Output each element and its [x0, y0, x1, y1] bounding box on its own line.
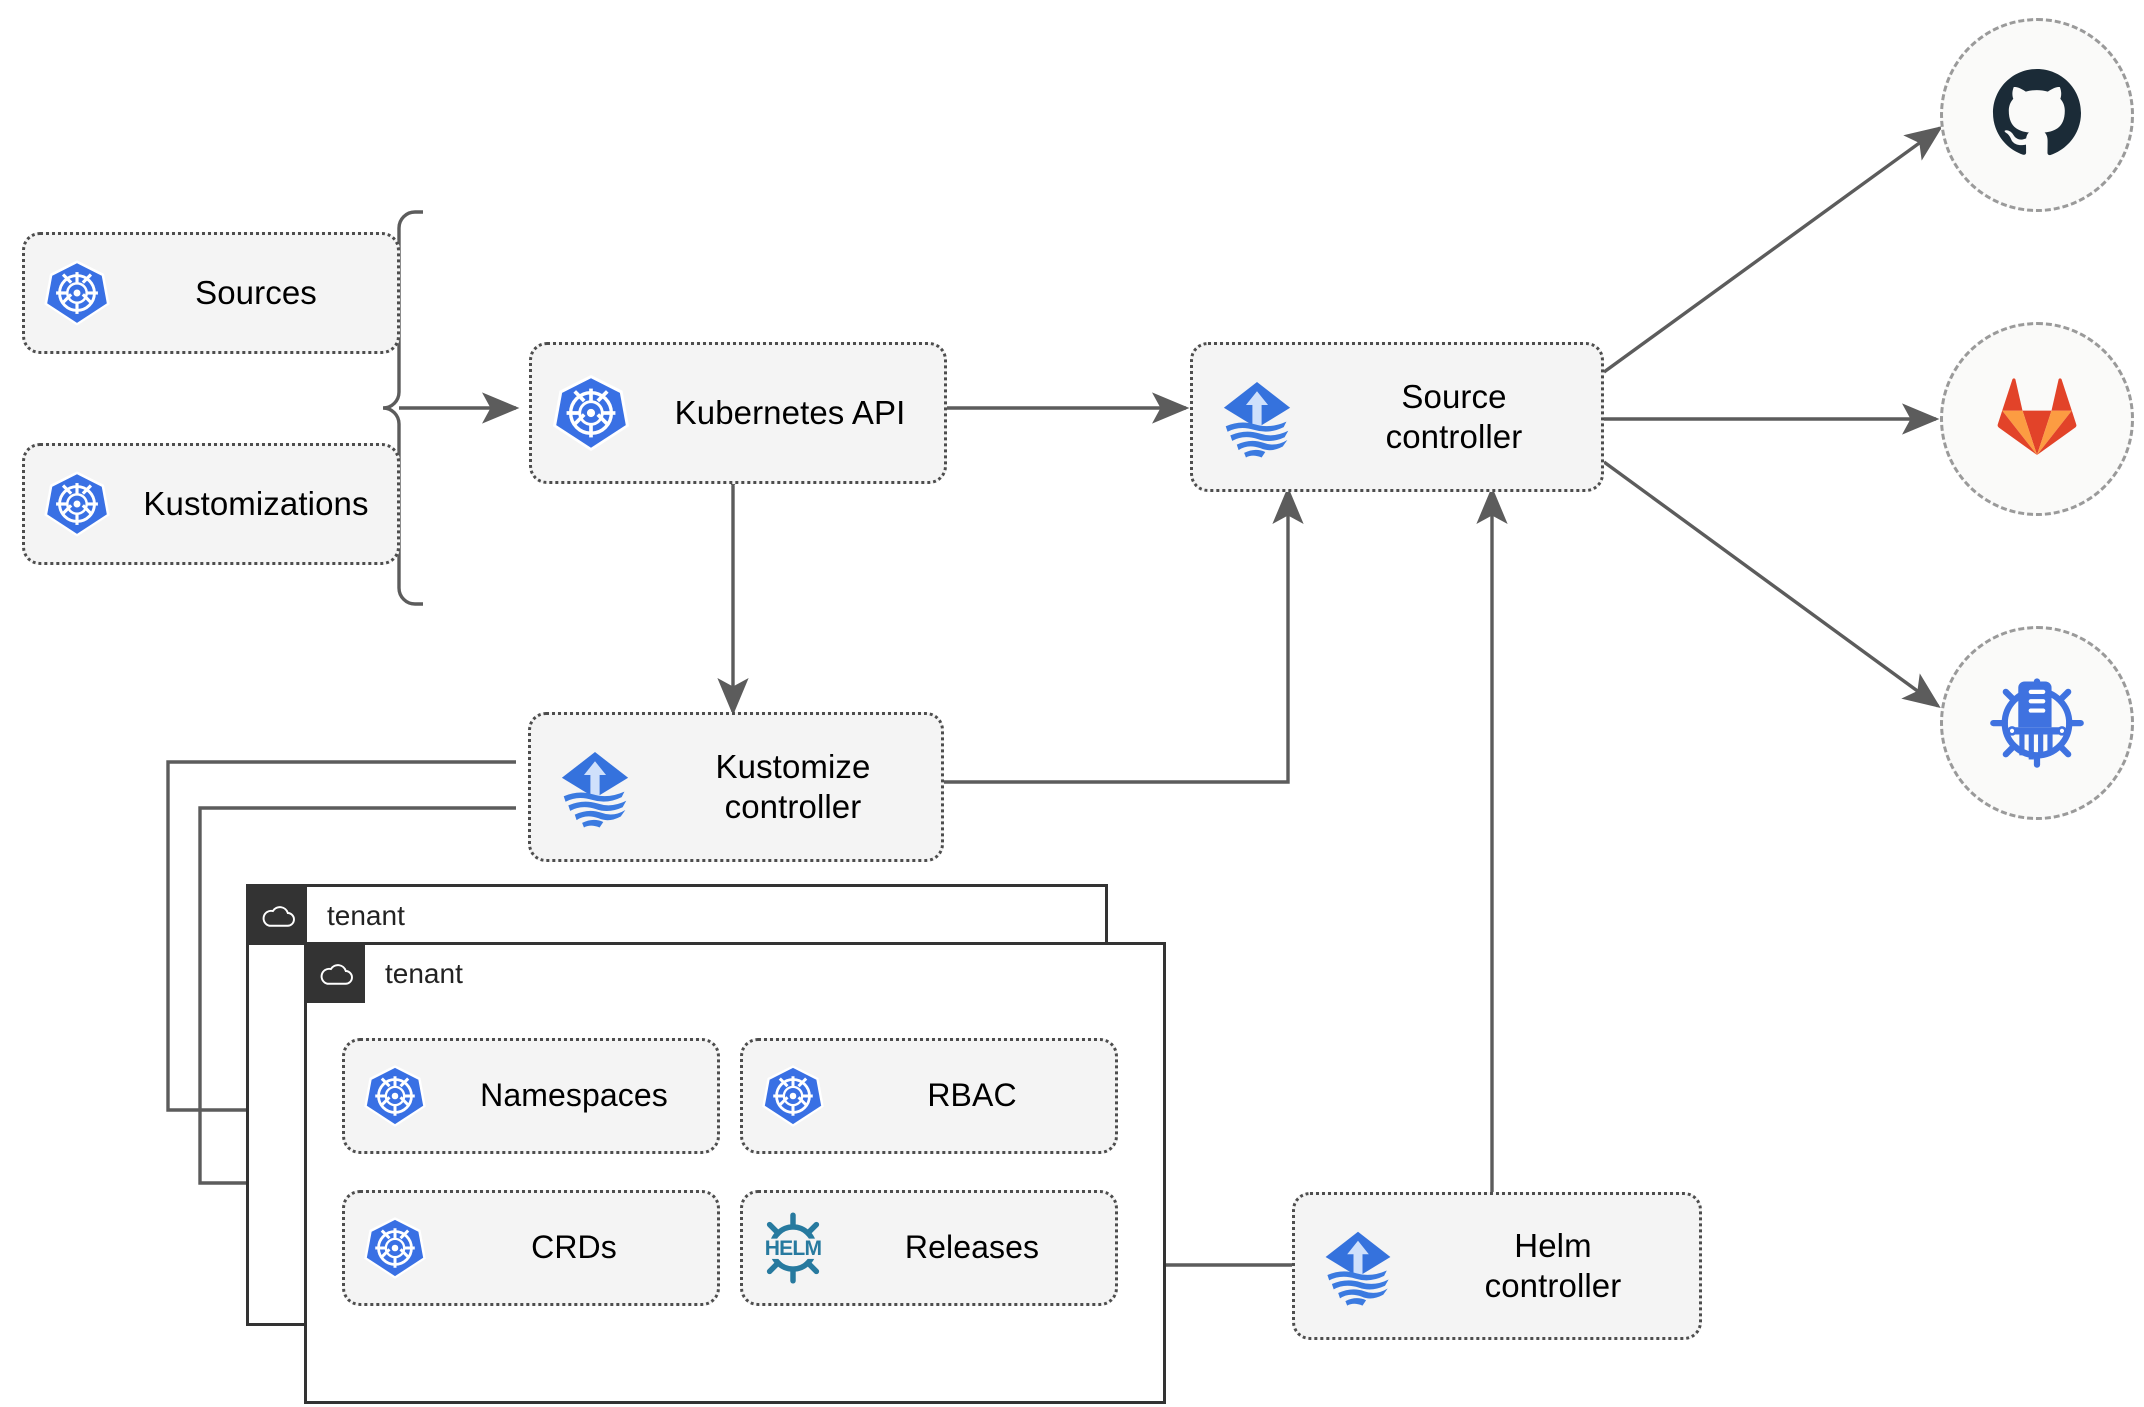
card-label: Sources [195, 273, 317, 311]
card-label: Kustomizations [143, 484, 369, 522]
tenant-label: tenant [327, 900, 405, 931]
kubernetes-icon [345, 1062, 445, 1130]
helm-repository-icon [1985, 669, 2089, 778]
kubernetes-icon [532, 371, 650, 455]
svg-text:HELM: HELM [765, 1237, 822, 1260]
card-label: Kustomize controller [715, 747, 871, 825]
provider-gitlab[interactable] [1940, 322, 2134, 516]
card-label: Helm controller [1484, 1226, 1622, 1304]
wire-source-to-helm-repo [1602, 460, 1941, 709]
tenant-header: tenant [307, 945, 463, 1003]
wire-kustomize-to-source [944, 486, 1304, 784]
card-releases[interactable]: HELM Releases [740, 1190, 1118, 1306]
card-label: Kubernetes API [674, 393, 906, 431]
tenant-container-2[interactable]: tenant [304, 942, 1166, 1404]
gitlab-icon [1987, 367, 2087, 472]
card-kustomizations[interactable]: Kustomizations [22, 443, 400, 565]
card-label: CRDs [531, 1229, 617, 1266]
card-source-controller[interactable]: Source controller [1190, 342, 1604, 492]
flux-icon [1295, 1221, 1421, 1311]
cloud-icon [307, 945, 365, 1003]
github-icon [1987, 63, 2087, 168]
kubernetes-icon [345, 1214, 445, 1282]
flux-icon [1193, 371, 1321, 463]
card-label: Source controller [1385, 377, 1523, 455]
card-sources[interactable]: Sources [22, 232, 400, 354]
kubernetes-icon [25, 257, 129, 329]
flux-icon [531, 741, 659, 833]
provider-helm-repository[interactable] [1940, 626, 2134, 820]
kubernetes-icon [25, 468, 129, 540]
tenant-label: tenant [385, 958, 463, 989]
card-label: Namespaces [480, 1077, 668, 1114]
card-namespaces[interactable]: Namespaces [342, 1038, 720, 1154]
wire-source-to-github [1603, 126, 1943, 374]
kubernetes-icon [743, 1062, 843, 1130]
card-rbac[interactable]: RBAC [740, 1038, 1118, 1154]
card-kubernetes-api[interactable]: Kubernetes API [529, 342, 947, 484]
provider-github[interactable] [1940, 18, 2134, 212]
helm-icon: HELM [743, 1209, 843, 1287]
cloud-icon [249, 887, 307, 945]
card-helm-controller[interactable]: Helm controller [1292, 1192, 1702, 1340]
card-label: Releases [904, 1229, 1040, 1266]
card-kustomize-controller[interactable]: Kustomize controller [528, 712, 944, 862]
card-crds[interactable]: CRDs [342, 1190, 720, 1306]
card-label: RBAC [927, 1077, 1017, 1114]
tenant-header: tenant [249, 887, 405, 945]
